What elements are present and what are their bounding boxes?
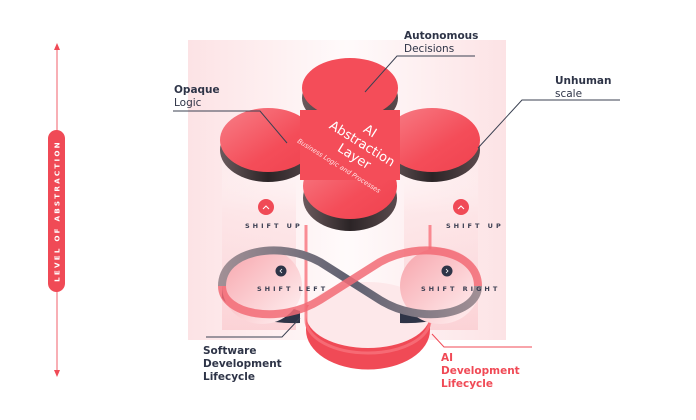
callout-unhuman: Unhuman scale [555, 75, 611, 101]
shift-left-button[interactable] [275, 265, 287, 277]
clover-layer [220, 58, 480, 219]
shift-up-right-label: SHIFT UP [446, 222, 504, 230]
axis-label: LEVEL OF ABSTRACTION [52, 140, 62, 282]
callout-left-bold: Opaque [174, 84, 220, 96]
callout-top-regular: Decisions [404, 43, 455, 55]
arrow-up-icon [54, 43, 60, 50]
ai-line-3: Lifecycle [441, 378, 493, 390]
ai-line-2: Development [441, 365, 520, 377]
leader-ai [431, 333, 532, 348]
arrow-down-icon [54, 370, 60, 377]
petal-top [302, 58, 398, 118]
shift-left-label: SHIFT LEFT [257, 285, 329, 293]
chevron-up-icon [457, 205, 465, 210]
callout-left-regular: Logic [174, 97, 202, 109]
leader-left [173, 110, 288, 144]
petal-left [220, 108, 316, 172]
callout-opaque: Opaque Logic [174, 84, 220, 110]
callout-right-regular: scale [555, 88, 583, 100]
shift-up-left-button[interactable] [258, 199, 274, 215]
shift-right-button[interactable] [441, 265, 453, 277]
chevron-right-icon [445, 268, 449, 274]
petal-right [384, 108, 480, 172]
chevron-left-icon [279, 268, 283, 274]
software-line-1: Software [203, 345, 257, 357]
callout-top-bold: Autonomous [404, 30, 479, 42]
ai-lifecycle-lobe [304, 225, 432, 370]
axis-pill [48, 130, 65, 292]
software-line-3: Lifecycle [203, 371, 255, 383]
shift-up-left-label: SHIFT UP [245, 222, 303, 230]
leader-right [477, 99, 620, 149]
leader-top [364, 55, 475, 93]
leader-lines [173, 55, 620, 348]
shift-right-label: SHIFT RIGHT [421, 285, 501, 293]
callout-right-bold: Unhuman [555, 75, 612, 87]
callout-software-lifecycle: Software Development Lifecycle [203, 345, 282, 384]
chevron-up-icon [262, 205, 270, 210]
callout-ai-lifecycle: AI Development Lifecycle [441, 352, 520, 391]
callout-autonomous: Autonomous Decisions [404, 30, 478, 56]
ai-line-1: AI [441, 352, 454, 364]
leader-software [206, 317, 301, 338]
software-line-2: Development [203, 358, 282, 370]
shift-up-right-button[interactable] [453, 199, 469, 215]
